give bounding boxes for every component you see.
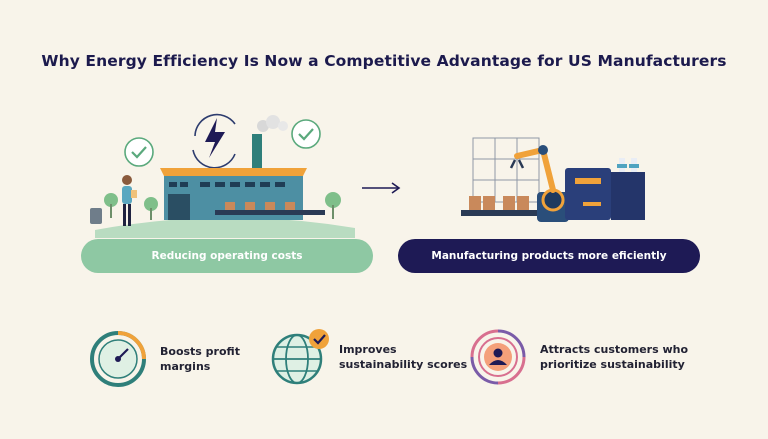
benefit-line: prioritize sustainability — [540, 358, 685, 371]
gauge-icon — [90, 331, 146, 387]
benefit-line: Attracts customers who — [540, 343, 689, 356]
energy-bolt-icon — [192, 113, 236, 169]
manufacturing-illustration — [461, 137, 645, 222]
benefit-attracts-customers: Attracts customers who prioritize sustai… — [470, 329, 688, 385]
factory-illustration — [90, 113, 355, 238]
benefit-sustainability-scores: Improves sustainability scores — [269, 327, 467, 387]
benefit-line: margins — [160, 360, 211, 373]
manufacturing-efficiency-label: Manufacturing products more eficiently — [398, 239, 700, 273]
benefit-line: sustainability scores — [339, 358, 468, 371]
check-bubble-icon — [124, 137, 154, 167]
customer-target-icon — [470, 329, 526, 385]
benefit-profit-margins: Boosts profit margins — [88, 329, 240, 389]
check-bubble-icon — [291, 119, 321, 149]
benefit-line: Boosts profit — [160, 345, 240, 358]
arrow-right-icon — [362, 182, 401, 194]
page-title: Why Energy Efficiency Is Now a Competiti… — [41, 52, 727, 70]
reducing-costs-label: Reducing operating costs — [81, 239, 373, 273]
benefit-line: Improves — [339, 343, 397, 356]
globe-check-icon — [271, 329, 329, 385]
